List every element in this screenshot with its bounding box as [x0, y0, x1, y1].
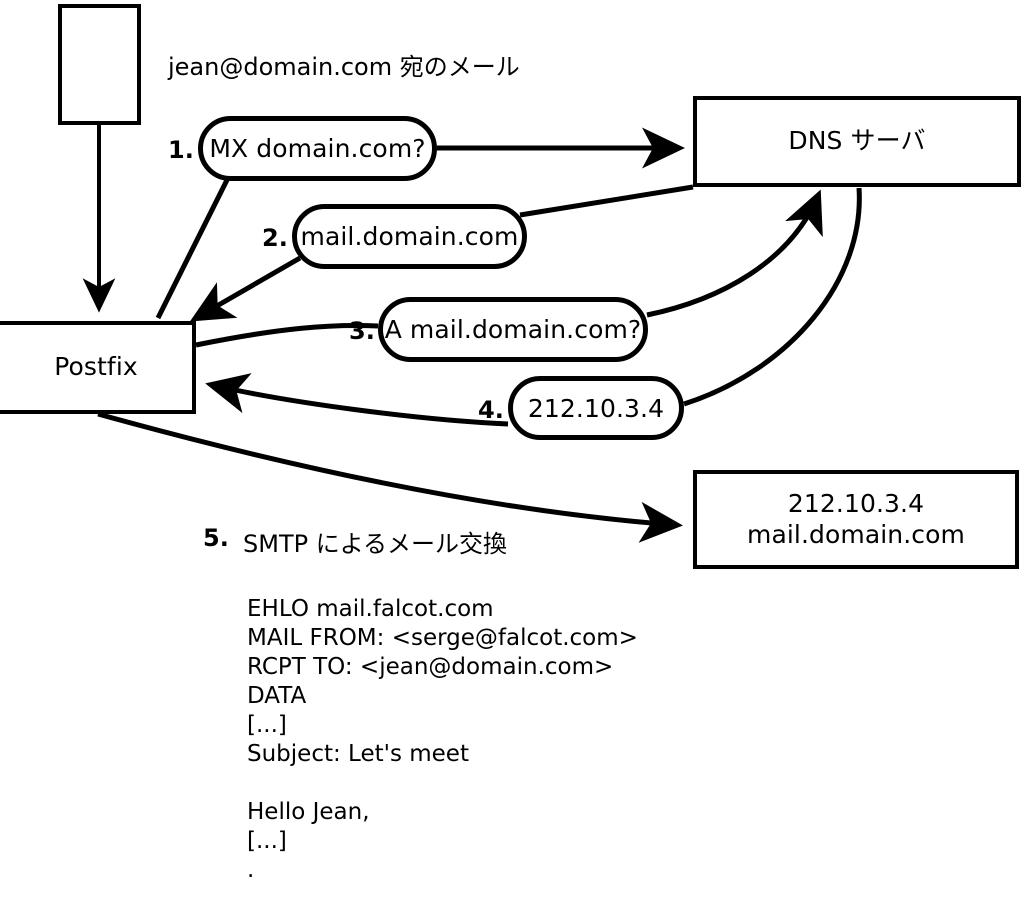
mail-server-box: 212.10.3.4 mail.domain.com [693, 470, 1019, 569]
smtp-transcript-line: [...] [247, 828, 287, 854]
smtp-transcript-line: Hello Jean, [247, 799, 370, 825]
smtp-transcript-line: Subject: Let's meet [247, 741, 469, 767]
connector-step3-to-dns [646, 189, 823, 318]
step-4-bubble-label: 212.10.3.4 [527, 393, 665, 423]
smtp-transcript-line [247, 769, 638, 798]
mail-server-hostname: mail.domain.com [747, 519, 965, 549]
smtp-transcript-line: EHLO mail.falcot.com [247, 596, 494, 622]
step-1-bubble-label: MX domain.com? [209, 134, 426, 163]
step-3-number: 3. [349, 317, 375, 345]
step-4-bubble: 212.10.3.4 [508, 376, 684, 440]
dns-server-box: DNS サーバ [693, 96, 1021, 187]
smtp-transcript-line: RCPT TO: <jean@domain.com> [247, 654, 614, 680]
postfix-label: Postfix [54, 352, 138, 382]
smtp-transcript: EHLO mail.falcot.com MAIL FROM: <serge@f… [247, 595, 638, 885]
header-caption: jean@domain.com 宛のメール [168, 53, 520, 81]
connector-step3-tail [195, 323, 379, 348]
step-1-number: 1. [168, 136, 194, 164]
connector-step4-from-dns [683, 187, 862, 407]
step-3-bubble: A mail.domain.com? [378, 297, 648, 362]
connector-step1-tail [155, 176, 231, 320]
step-3-bubble-label: A mail.domain.com? [384, 315, 642, 344]
smtp-transcript-line: MAIL FROM: <serge@falcot.com> [247, 625, 638, 651]
postfix-box: Postfix [0, 321, 196, 414]
connector-step5-smtp [97, 411, 683, 543]
smtp-transcript-line: . [247, 857, 255, 883]
smtp-transcript-line: [...] [247, 712, 287, 738]
step-5-number: 5. [203, 524, 229, 552]
connector-step2-to-postfix [189, 255, 302, 322]
connector-step2-from-dns [519, 184, 694, 218]
step-2-number: 2. [262, 224, 288, 252]
step-2-bubble: mail.domain.com [292, 204, 527, 269]
step-5-label: SMTP によるメール交換 [243, 530, 507, 558]
step-1-bubble: MX domain.com? [198, 116, 437, 181]
mail-server-ip: 212.10.3.4 [787, 489, 925, 518]
source-box [58, 4, 141, 125]
smtp-transcript-line: DATA [247, 683, 307, 709]
connector-step4-to-postfix [205, 373, 509, 427]
dns-server-label: DNS サーバ [788, 126, 926, 156]
step-4-number: 4. [478, 396, 504, 424]
step-2-bubble-label: mail.domain.com [300, 222, 519, 251]
